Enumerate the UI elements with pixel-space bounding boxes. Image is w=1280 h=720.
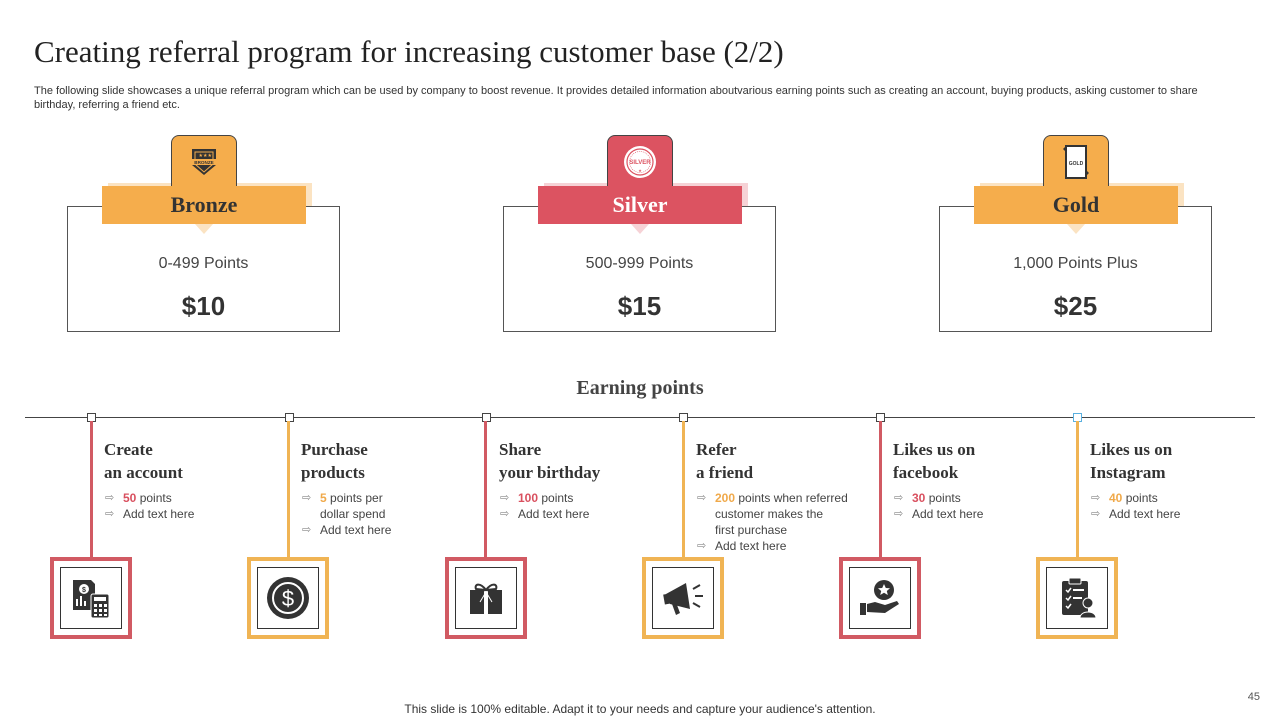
svg-text:SILVER: SILVER: [629, 160, 651, 166]
hand-star-icon: [849, 567, 911, 629]
silver-seal-icon: SILVER ★: [607, 135, 673, 187]
svg-text:BRONZE: BRONZE: [194, 160, 213, 165]
bullet-add-text: ⇨Add text here: [697, 539, 787, 553]
svg-text:GOLD: GOLD: [1069, 161, 1084, 167]
footer-note: This slide is 100% editable. Adapt it to…: [404, 702, 876, 716]
clipboard-user-icon: [1046, 567, 1108, 629]
tier-banner-bronze: Bronze: [102, 183, 312, 224]
bullet-add-text: ⇨Add text here: [500, 507, 590, 521]
step-icon-frame: [1036, 557, 1118, 639]
tier-points: 1,000 Points Plus: [1013, 255, 1138, 272]
dollar-coin-icon: $: [257, 567, 319, 629]
svg-text:$: $: [82, 587, 86, 594]
page-number: 45: [1247, 691, 1260, 703]
bullet-add-text: ⇨Add text here: [105, 507, 195, 521]
step-bullets: ⇨30 points ⇨Add text here: [894, 490, 1064, 522]
tier-name: Silver: [612, 192, 668, 217]
timeline-line: [25, 417, 1255, 418]
bullet-points: ⇨100 points: [500, 491, 574, 505]
tier-banner-silver: Silver: [538, 183, 748, 224]
svg-text:$: $: [282, 586, 294, 611]
tier-points: 0-499 Points: [158, 255, 249, 272]
step-icon-frame: $: [50, 557, 132, 639]
svg-text:★★★: ★★★: [199, 153, 213, 159]
tier-name: Gold: [1052, 192, 1100, 217]
step-icon-frame: [839, 557, 921, 639]
timeline-connector: [1076, 421, 1079, 558]
tier-pointer: [1067, 224, 1085, 234]
step-icon-frame: [642, 557, 724, 639]
gold-card-icon: GOLD: [1043, 135, 1109, 187]
bullet-points: ⇨40 points: [1091, 491, 1158, 505]
timeline-connector: [879, 421, 882, 558]
bullet-add-text: ⇨Add text here: [1091, 507, 1181, 521]
megaphone-icon: [652, 567, 714, 629]
step-icon-frame: [445, 557, 527, 639]
bullet-points: ⇨30 points: [894, 491, 961, 505]
bullet-points: ⇨50 points: [105, 491, 172, 505]
tier-amount: $25: [1053, 291, 1098, 321]
timeline-connector: [287, 421, 290, 558]
tier-amount: $15: [617, 291, 662, 321]
step-bullets: ⇨100 points ⇨Add text here: [500, 490, 670, 522]
tier-banner-gold: Gold: [974, 183, 1184, 224]
tier-points: 500-999 Points: [585, 255, 694, 272]
finance-calculator-icon: $: [60, 567, 122, 629]
gift-box-icon: [455, 567, 517, 629]
tier-pointer: [195, 224, 213, 234]
timeline-connector: [90, 421, 93, 558]
step-bullets: ⇨40 points ⇨Add text here: [1091, 490, 1261, 522]
step-bullets: ⇨50 points ⇨Add text here: [105, 490, 275, 522]
svg-text:★: ★: [638, 168, 642, 173]
earning-points-heading: Earning points: [576, 377, 704, 399]
page-title: Creating referral program for increasing…: [34, 34, 784, 69]
step-icon-frame: $: [247, 557, 329, 639]
tier-name: Bronze: [170, 192, 238, 217]
tier-amount: $10: [181, 291, 226, 321]
bullet-add-text: ⇨Add text here: [302, 523, 392, 537]
page-subtitle: The following slide showcases a unique r…: [34, 85, 1198, 111]
timeline-connector: [682, 421, 685, 558]
bronze-badge-icon: ★★★ BRONZE: [171, 135, 237, 187]
tier-pointer: [631, 224, 649, 234]
timeline-connector: [484, 421, 487, 558]
bullet-add-text: ⇨Add text here: [894, 507, 984, 521]
